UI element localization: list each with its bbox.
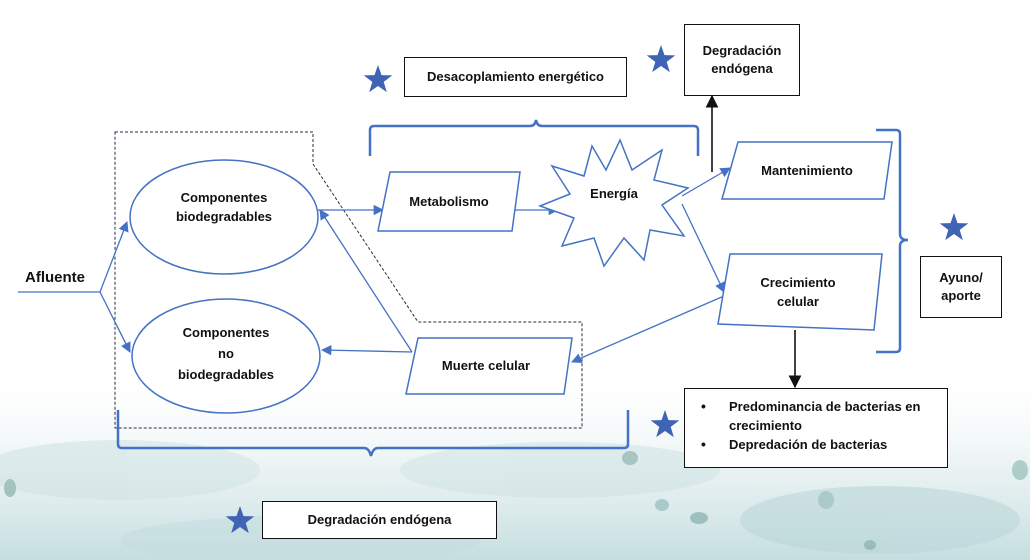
crecimiento-label-2: celular xyxy=(777,294,819,309)
star-icon xyxy=(225,506,255,534)
desacoplamiento-label: Desacoplamiento energético xyxy=(427,69,604,84)
arrow-energia-mantenimiento xyxy=(681,167,731,197)
bullet-item: Predominancia de bacterias en crecimient… xyxy=(701,397,947,435)
biodegradables-label-1: Componentes xyxy=(181,190,268,205)
energia-label: Energía xyxy=(590,186,638,201)
box-degradacion-bottom: Degradación endógena xyxy=(262,501,497,539)
arrow-energia-crecimiento xyxy=(681,203,725,293)
star-icon xyxy=(646,45,676,73)
background-blobs xyxy=(0,440,1028,560)
biodegradables-label-2: biodegradables xyxy=(176,209,272,224)
degradacion-top-label-2: endógena xyxy=(711,61,773,76)
box-bullets: Predominancia de bacterias en crecimient… xyxy=(684,388,948,468)
muerte-label: Muerte celular xyxy=(442,358,530,373)
star-icon xyxy=(939,213,969,241)
stars-layer xyxy=(225,45,969,534)
ayuno-label-2: aporte xyxy=(941,288,981,303)
degradacion-bottom-label: Degradación endógena xyxy=(307,512,452,527)
no-bio-label-1: Componentes xyxy=(183,325,270,340)
arrow-afluente-nobio xyxy=(99,291,131,353)
arrow-crecimiento-muerte xyxy=(571,295,725,364)
node-metabolismo xyxy=(377,171,521,232)
no-bio-label-3: biodegradables xyxy=(178,367,274,382)
arrow-muerte-nobio xyxy=(320,345,413,356)
dashed-region xyxy=(114,131,583,429)
star-icon xyxy=(650,410,680,438)
node-muerte-celular xyxy=(405,337,573,395)
node-crecimiento xyxy=(717,253,883,331)
bullet-list: Predominancia de bacterias en crecimient… xyxy=(685,397,947,454)
brace-right xyxy=(876,128,909,354)
no-bio-label-2: no xyxy=(218,346,234,361)
box-desacoplamiento: Desacoplamiento energético xyxy=(404,57,627,97)
brace-bottom xyxy=(116,410,630,457)
bullet-item: Depredación de bacterias xyxy=(701,435,947,454)
ellipse-no-biodegradables xyxy=(131,298,321,414)
arrow-muerte-bio xyxy=(319,209,413,353)
brace-top xyxy=(368,119,700,156)
afluente-label: Afluente xyxy=(25,269,85,286)
mantenimiento-label: Mantenimiento xyxy=(761,163,853,178)
box-degradacion-top: Degradación endógena xyxy=(684,24,800,96)
metabolismo-label: Metabolismo xyxy=(409,194,489,209)
crecimiento-label-1: Crecimiento xyxy=(760,275,835,290)
box-ayuno-aporte: Ayuno/ aporte xyxy=(920,256,1002,318)
energy-starburst xyxy=(537,138,690,268)
ellipse-biodegradables xyxy=(129,159,319,275)
degradacion-top-label-1: Degradación xyxy=(702,43,782,58)
node-mantenimiento xyxy=(721,141,893,200)
star-icon xyxy=(363,65,393,93)
arrows xyxy=(18,94,802,389)
ayuno-label-1: Ayuno/ xyxy=(939,270,983,285)
